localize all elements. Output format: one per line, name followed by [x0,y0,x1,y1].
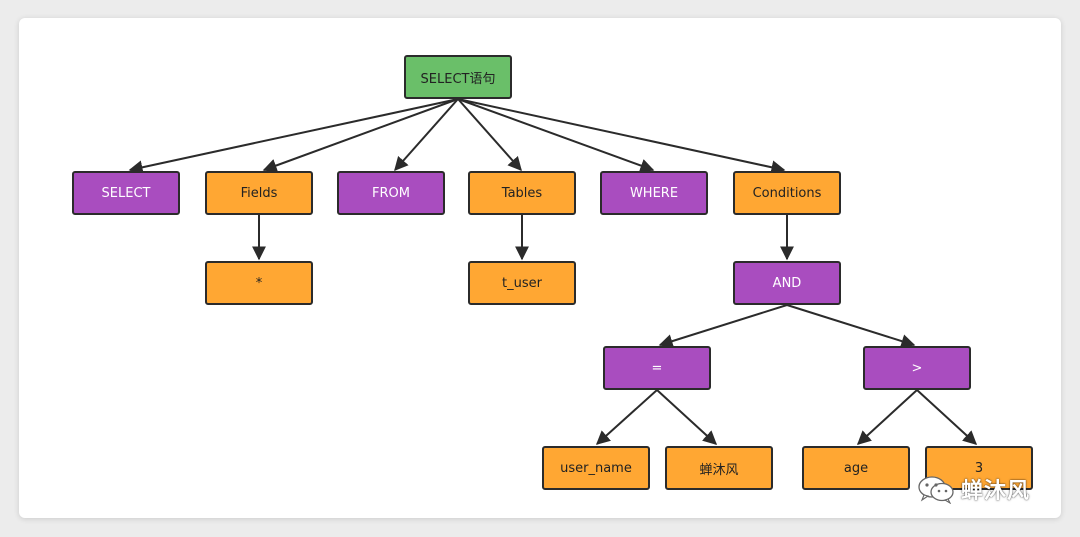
edge-root-where [457,98,655,173]
node-tables: Tables [468,171,576,215]
node-and-operator: AND [733,261,841,305]
wechat-icon [918,476,954,504]
edge-eq-username [595,389,658,445]
node-select-statement: SELECT语句 [404,55,512,99]
node-conditions: Conditions [733,171,841,215]
edge-and-eq [658,304,788,348]
edge-root-tables [457,98,522,172]
watermark-text: 蝉沐风 [961,479,1031,504]
node-age: age [802,446,910,490]
node-table-t-user: t_user [468,261,576,305]
node-user-name-value: 蝉沐风 [665,446,773,490]
node-equals-operator: = [603,346,711,390]
edge-root-from [394,98,459,172]
node-greater-than-operator: > [863,346,971,390]
watermark: 蝉沐风 [917,472,1030,506]
edge-gt-3 [916,389,978,445]
node-where-keyword: WHERE [600,171,708,215]
edge-gt-age [856,389,918,445]
edge-root-select [128,98,459,175]
node-select-keyword: SELECT [72,171,180,215]
edge-eq-value [656,389,718,445]
edge-root-conditions [457,98,786,175]
node-fields-star: * [205,261,313,305]
edge-root-fields [262,98,459,173]
node-from-keyword: FROM [337,171,445,215]
node-fields: Fields [205,171,313,215]
edge-and-gt [786,304,916,348]
node-user-name: user_name [542,446,650,490]
